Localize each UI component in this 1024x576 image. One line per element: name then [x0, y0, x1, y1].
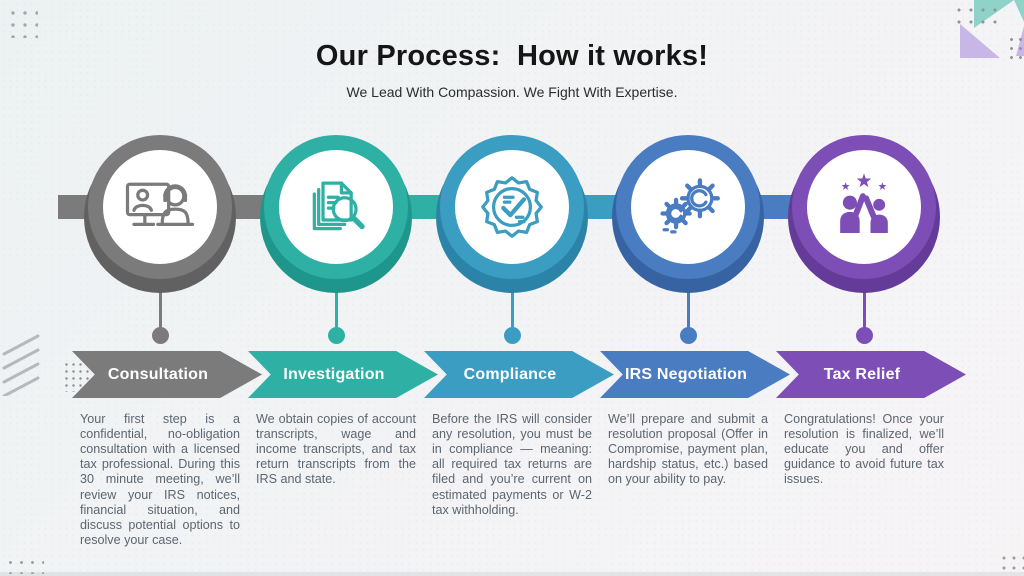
step-circle	[264, 135, 408, 279]
step-label: Tax Relief	[823, 365, 901, 383]
step-banner-compliance: Compliance	[424, 351, 614, 398]
page-title: Our Process: How it works!	[315, 40, 709, 72]
teal-triangle-corner	[1014, 0, 1024, 22]
connector-dot	[327, 327, 345, 344]
dots-pattern-bottom-right	[998, 552, 1024, 574]
step-circle	[616, 135, 760, 279]
dots-pattern-right	[1006, 34, 1024, 62]
step-label: Investigation	[283, 365, 385, 383]
connector-stem	[334, 285, 338, 331]
step-column-investigation: Investigation We obtain copies of accoun…	[248, 133, 512, 548]
step-column-consultation: Consultation Your first step is a confid…	[58, 133, 336, 548]
document-search-icon	[297, 168, 375, 246]
step-hub	[58, 133, 336, 345]
step-hub	[424, 133, 688, 345]
header: Our Process: How it works! We Lead With …	[0, 40, 1024, 100]
step-description: Before the IRS will consider any resolut…	[432, 412, 592, 517]
step-banner-consultation: Consultation	[72, 351, 262, 398]
step-circle	[440, 135, 584, 279]
step-description: Congratulations! Once your resolution is…	[784, 412, 944, 487]
page-subtitle: We Lead With Compassion. We Fight With E…	[346, 84, 678, 100]
bottom-edge-strip	[0, 572, 1024, 576]
connector-stem	[862, 285, 866, 331]
step-banner-investigation: Investigation	[248, 351, 438, 398]
step-description: We’ll prepare and submit a resolution pr…	[608, 412, 768, 487]
step-hub	[600, 133, 864, 345]
gears-icon	[649, 168, 727, 246]
step-banner-irs-negotiation: IRS Negotiation	[600, 351, 790, 398]
step-hub	[776, 133, 952, 345]
step-circle	[792, 135, 936, 279]
connector-stem	[510, 285, 514, 331]
step-column-compliance: Compliance Before the IRS will consider …	[424, 133, 688, 548]
step-label: Compliance	[463, 365, 557, 383]
verified-badge-icon	[473, 168, 551, 246]
connector-dot	[503, 327, 521, 344]
dots-pattern-bottom-left	[4, 556, 44, 574]
step-description: We obtain copies of account transcripts,…	[256, 412, 416, 487]
connector-dot	[151, 327, 169, 344]
step-label: Consultation	[107, 365, 209, 383]
high-five-icon	[825, 168, 903, 246]
dots-pattern-top-right	[952, 3, 998, 29]
step-column-irs-negotiation: IRS Negotiation We’ll prepare and submit…	[600, 133, 864, 548]
video-consultation-icon	[121, 168, 199, 246]
step-circle	[88, 135, 232, 279]
step-description: Your first step is a confidential, no-ob…	[80, 412, 240, 547]
dots-pattern-top-left	[6, 6, 38, 38]
connector-dot	[855, 327, 873, 344]
step-hub	[248, 133, 512, 345]
step-label: IRS Negotiation	[624, 365, 748, 383]
connector-stem	[686, 285, 690, 331]
diagonal-lines	[2, 334, 40, 396]
step-banner-tax-relief: Tax Relief	[776, 351, 966, 398]
connector-dot	[679, 327, 697, 344]
connector-stem	[158, 285, 162, 331]
process-steps: Consultation Your first step is a confid…	[58, 133, 966, 548]
step-column-tax-relief: Tax Relief Congratulations! Once your re…	[776, 133, 966, 548]
